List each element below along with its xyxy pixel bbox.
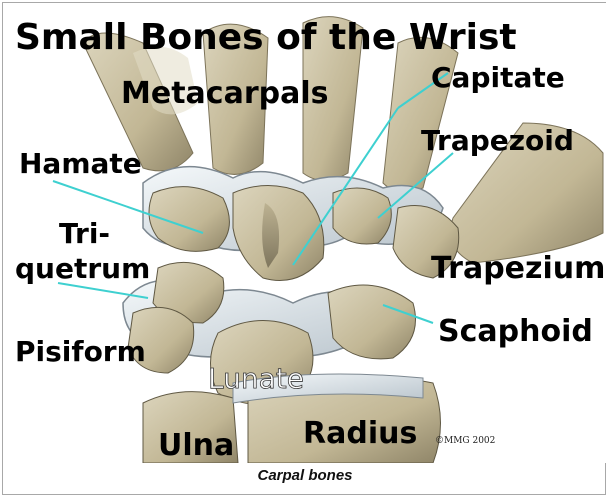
- figure-title: Small Bones of the Wrist: [15, 17, 517, 58]
- label-radius: Radius: [303, 416, 417, 451]
- wrist-diagram: Small Bones of the Wrist Metacarpals Cap…: [3, 3, 607, 463]
- label-ulna: Ulna: [158, 428, 234, 463]
- label-lunate: Lunate: [208, 362, 304, 395]
- label-hamate: Hamate: [19, 147, 142, 180]
- label-triquetrum-line1: Tri-: [59, 217, 110, 250]
- wrist-illustration: Small Bones of the Wrist Metacarpals Cap…: [3, 3, 607, 463]
- label-capitate: Capitate: [431, 61, 565, 94]
- label-trapezium: Trapezium: [431, 251, 605, 286]
- figure-frame: Small Bones of the Wrist Metacarpals Cap…: [2, 2, 606, 495]
- label-trapezoid: Trapezoid: [421, 124, 574, 157]
- label-pisiform: Pisiform: [15, 335, 146, 368]
- copyright-mark: ©MMG 2002: [435, 436, 495, 446]
- label-scaphoid: Scaphoid: [438, 314, 593, 349]
- label-triquetrum-line2: quetrum: [15, 252, 150, 285]
- figure-caption: Carpal bones: [3, 467, 607, 484]
- label-metacarpals: Metacarpals: [121, 76, 328, 111]
